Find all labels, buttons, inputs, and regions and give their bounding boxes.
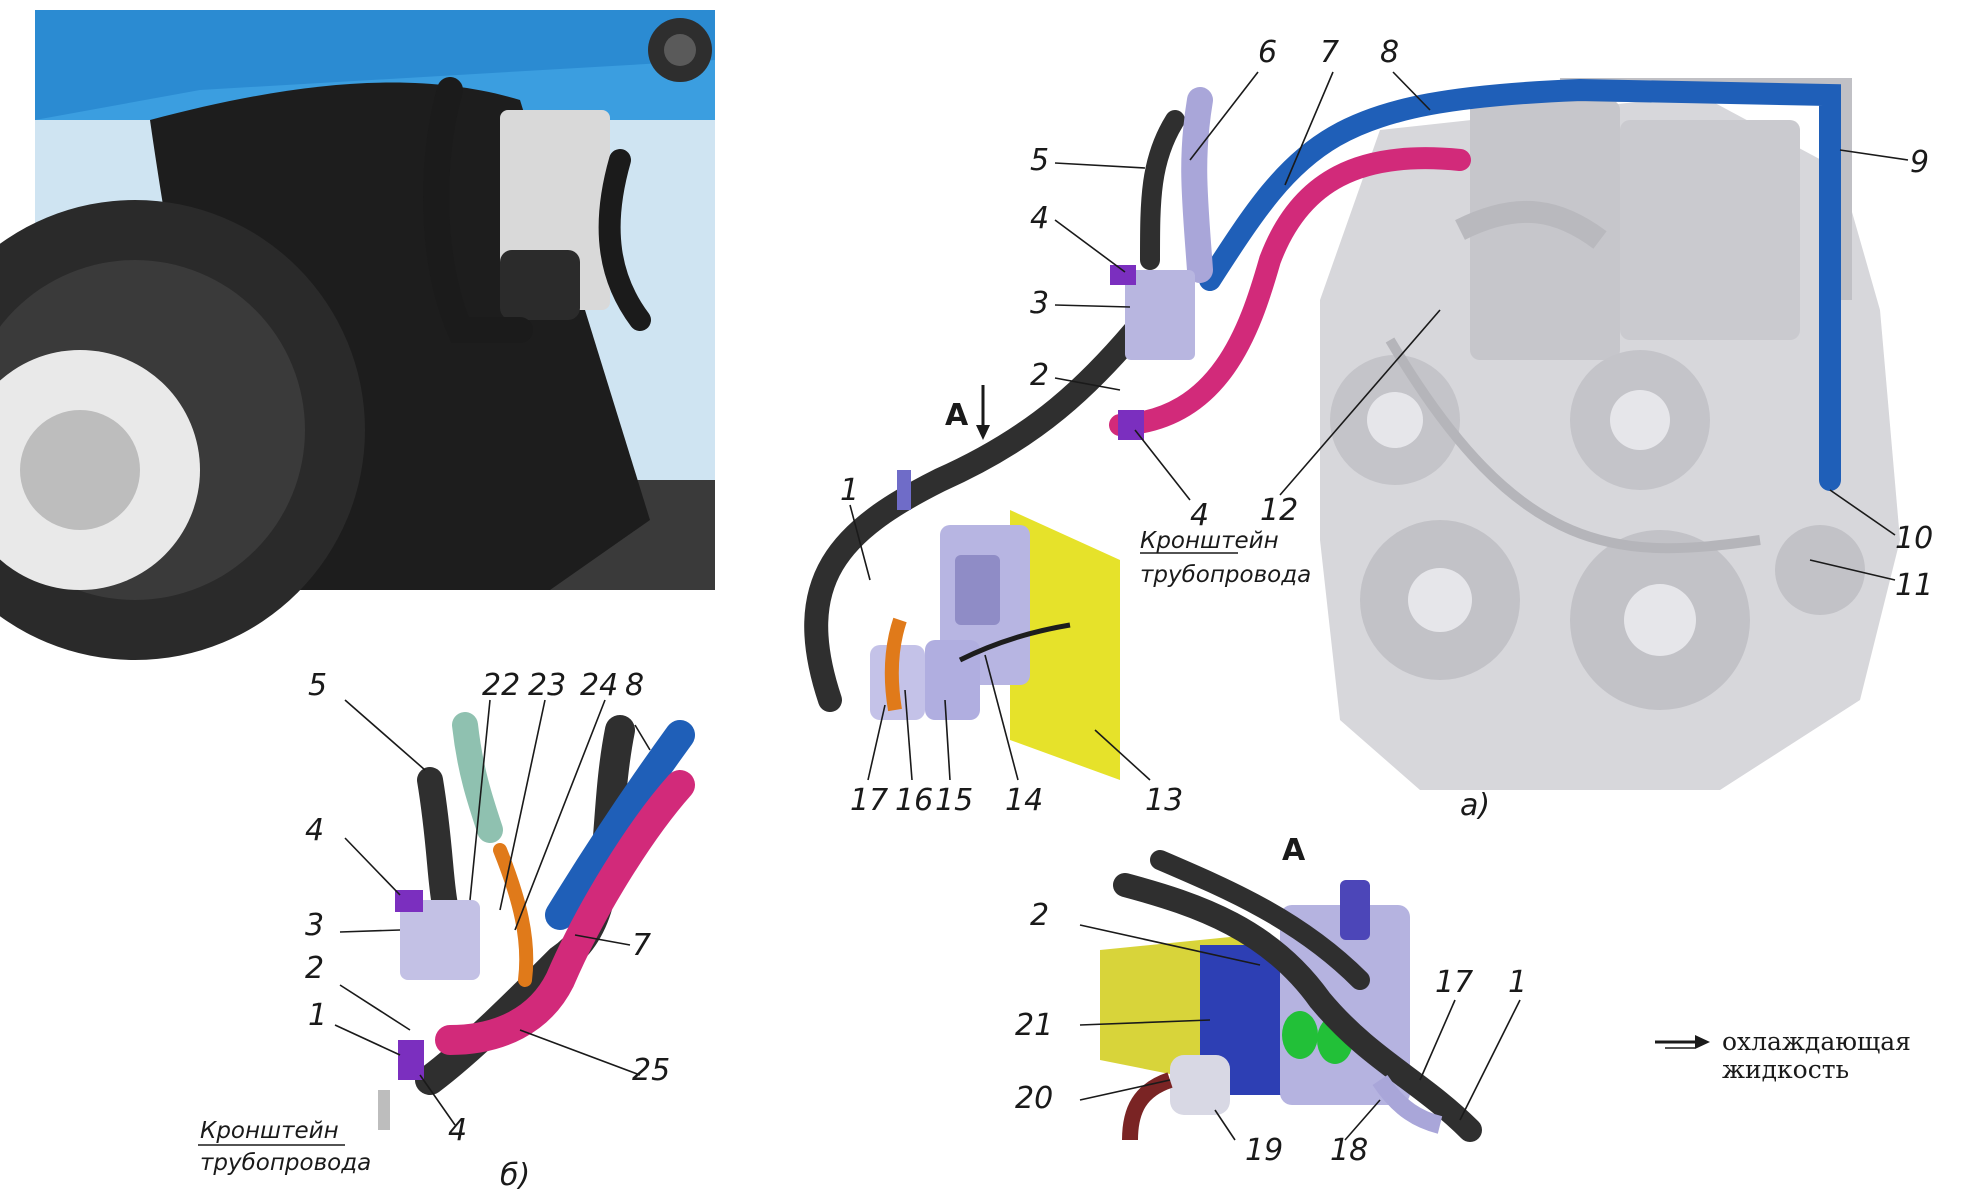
label-b-8: 8 — [625, 668, 644, 703]
labels-detail-a: 1 2 17 18 19 20 21 — [1015, 898, 1527, 1168]
bracket-label-b-line2: трубопровода — [200, 1150, 371, 1176]
legend-line2: жидкость — [1722, 1055, 1849, 1084]
legend-line1: охлаждающая — [1722, 1027, 1911, 1056]
label-a-13: 13 — [1145, 783, 1183, 818]
bracket-label-b-line1: Кронштейн — [200, 1118, 339, 1144]
legend-arrow-icon — [1695, 1035, 1710, 1049]
engine-block — [1320, 78, 1900, 790]
label-a-8: 8 — [1380, 35, 1399, 70]
label-b-3: 3 — [305, 908, 324, 943]
label-d-20: 20 — [1015, 1081, 1053, 1116]
label-a-9: 9 — [1910, 145, 1929, 180]
label-a-15: 15 — [935, 783, 973, 818]
label-d-17: 17 — [1435, 965, 1473, 1000]
label-b-5: 5 — [308, 668, 327, 703]
caption-b: б) — [500, 1158, 530, 1193]
label-d-21: 21 — [1015, 1008, 1053, 1043]
label-a-14: 14 — [1005, 783, 1043, 818]
label-a-6: 6 — [1258, 35, 1277, 70]
label-a-4b: 4 — [1190, 498, 1209, 533]
leader-lines — [198, 71, 1909, 1146]
legend: охлаждающая жидкость — [1655, 1027, 1911, 1084]
label-b-24: 24 — [580, 668, 618, 703]
label-d-2: 2 — [1030, 898, 1049, 933]
detail-marker-a: A — [1282, 833, 1306, 868]
hoses-view-a — [804, 78, 1842, 712]
view-b-assembly — [378, 712, 695, 1130]
label-a-5: 5 — [1030, 143, 1049, 178]
label-b-25: 25 — [632, 1053, 670, 1088]
label-b-22: 22 — [482, 668, 520, 703]
label-b-4b: 4 — [448, 1113, 467, 1148]
label-b-7: 7 — [632, 928, 651, 963]
label-b-2: 2 — [305, 951, 324, 986]
labels-view-a: 1 2 3 4 4 5 6 7 8 9 10 11 12 13 14 15 16… — [840, 35, 1933, 818]
label-a-11: 11 — [1895, 568, 1933, 603]
bracket-label-a-line2: трубопровода — [1140, 562, 1311, 588]
label-a-2: 2 — [1030, 358, 1049, 393]
label-b-23: 23 — [528, 668, 566, 703]
label-a-3: 3 — [1030, 286, 1049, 321]
labels-view-b: 1 2 3 4 4 5 7 8 22 23 24 25 — [305, 668, 670, 1148]
heater-unit-view-a — [870, 470, 1120, 780]
label-a-7: 7 — [1320, 35, 1339, 70]
caption-a: а) — [1460, 788, 1490, 823]
label-a-10: 10 — [1895, 521, 1933, 556]
label-b-1: 1 — [308, 998, 327, 1033]
label-b-4: 4 — [305, 813, 324, 848]
label-a-17: 17 — [850, 783, 888, 818]
bracket-label-a-line1: Кронштейн — [1140, 528, 1279, 554]
label-a-4: 4 — [1030, 201, 1049, 236]
label-d-18: 18 — [1330, 1133, 1368, 1168]
label-a-12: 12 — [1260, 493, 1298, 528]
view-marker-a: A — [945, 398, 969, 433]
label-d-19: 19 — [1245, 1133, 1283, 1168]
label-d-1: 1 — [1508, 965, 1527, 1000]
detail-view-a — [1100, 850, 1482, 1142]
label-a-1: 1 — [840, 473, 859, 508]
captions: A A Кронштейн трубопровода Кронштейн тру… — [200, 385, 1490, 1193]
label-a-16: 16 — [895, 783, 933, 818]
installation-photo — [0, 10, 715, 660]
